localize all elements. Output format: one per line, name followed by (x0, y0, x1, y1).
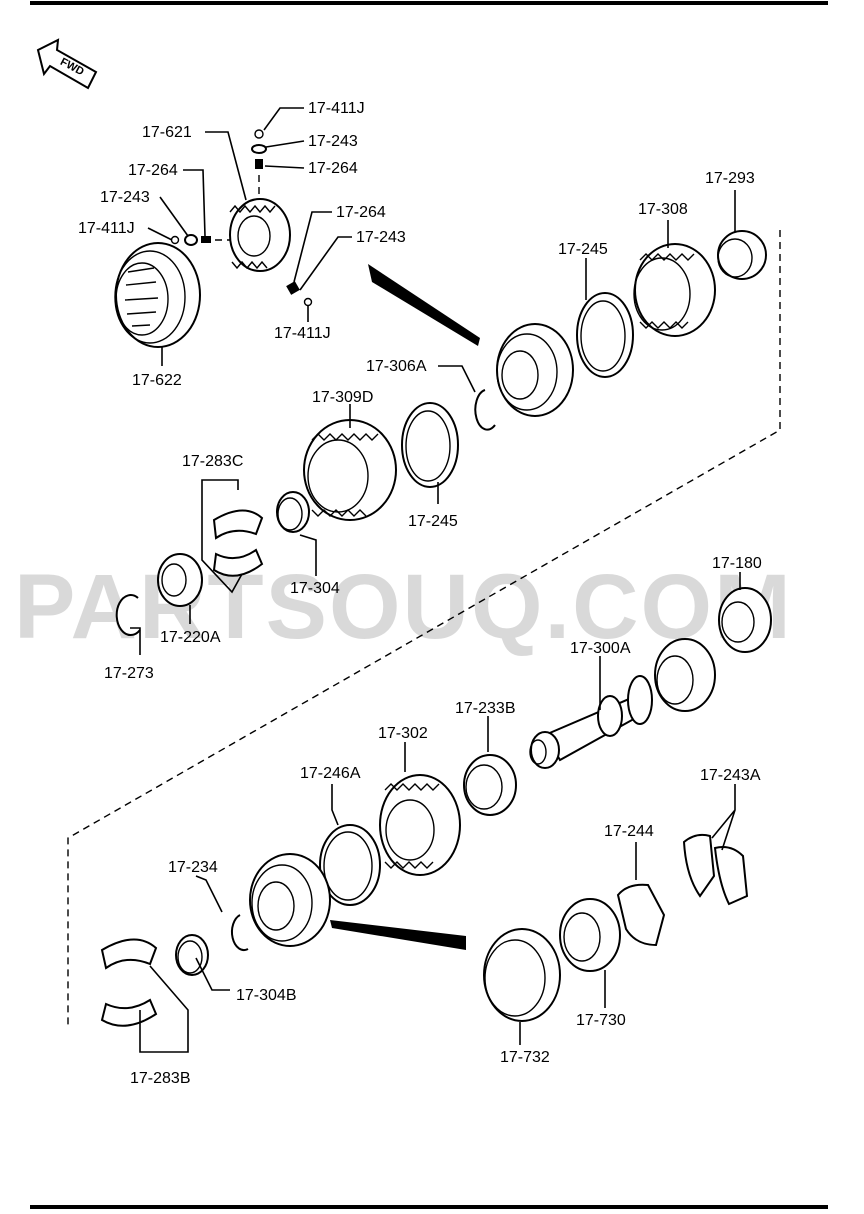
part-17-302-gear (379, 774, 461, 876)
label-17-304: 17-304 (290, 580, 340, 597)
label-17-300A: 17-300A (570, 640, 631, 657)
label-17-308: 17-308 (638, 201, 688, 218)
part-17-283B-bearing (100, 938, 158, 1027)
part-17-306A-snapring (474, 389, 496, 431)
label-17-234: 17-234 (168, 859, 218, 876)
label-17-245-mid: 17-245 (408, 513, 458, 530)
label-17-220A: 17-220A (160, 629, 221, 646)
pointer-wedge-upper (368, 264, 480, 346)
callout-labels: 17-411J 17-243 17-264 17-621 17-264 17-2… (78, 100, 762, 1087)
part-17-233B-bearing (463, 754, 517, 816)
label-17-304B: 17-304B (236, 987, 297, 1004)
part-17-300A-shaft (529, 638, 716, 769)
label-17-283C: 17-283C (182, 453, 243, 470)
pointer-wedge-lower (330, 920, 466, 950)
label-17-243A: 17-243A (700, 767, 761, 784)
part-17-273-snapring (115, 594, 141, 637)
part-synchro-hub-upper (496, 323, 574, 417)
label-17-180: 17-180 (712, 555, 762, 572)
label-17-243-top: 17-243 (308, 133, 358, 150)
label-17-264-left: 17-264 (128, 162, 178, 179)
label-17-411J-bottom: 17-411J (274, 325, 331, 342)
label-17-732: 17-732 (500, 1049, 550, 1066)
label-17-283B: 17-283B (130, 1070, 191, 1087)
part-synchro-hub-lower (249, 853, 331, 947)
label-17-243-right: 17-243 (356, 229, 406, 246)
label-17-246A: 17-246A (300, 765, 361, 782)
label-17-411J-top: 17-411J (308, 100, 365, 117)
leader-lines (130, 107, 741, 1053)
label-17-264-top: 17-264 (308, 160, 358, 177)
part-17-621-hub (229, 198, 291, 272)
label-17-730: 17-730 (576, 1012, 626, 1029)
label-17-233B: 17-233B (455, 700, 516, 717)
part-17-622-sleeve (114, 242, 201, 348)
label-17-273: 17-273 (104, 665, 154, 682)
label-17-306A: 17-306A (366, 358, 427, 375)
part-17-245-ring-top (576, 292, 634, 378)
part-17-180-gear (718, 587, 772, 653)
part-17-308-gear (633, 243, 716, 337)
fwd-arrow-icon: FWD (36, 38, 98, 90)
assembly-axis-dashed (67, 230, 781, 1025)
part-17-304B-spacer (175, 934, 209, 976)
label-17-309D: 17-309D (312, 389, 373, 406)
label-17-302: 17-302 (378, 725, 428, 742)
part-17-243A-fork (682, 833, 749, 906)
small-parts-top (170, 129, 313, 307)
part-17-220A-gear (157, 553, 203, 607)
part-17-283C-bearing (212, 509, 264, 577)
part-17-244-fork (616, 883, 666, 947)
label-17-244: 17-244 (604, 823, 654, 840)
label-17-411J-left: 17-411J (78, 220, 135, 237)
part-17-246A-ring (319, 824, 381, 906)
part-17-293-bushing (717, 230, 767, 280)
label-17-622: 17-622 (132, 372, 182, 389)
part-17-732-sleeve (483, 928, 561, 1022)
part-17-730-gear (559, 898, 621, 972)
label-17-621: 17-621 (142, 124, 192, 141)
part-17-245-ring-mid (401, 402, 459, 488)
label-17-293: 17-293 (705, 170, 755, 187)
part-17-234-snapring (231, 914, 249, 952)
label-17-243-left: 17-243 (100, 189, 150, 206)
label-17-264-right: 17-264 (336, 204, 386, 221)
part-17-309D-gear (303, 419, 397, 521)
label-17-245-top: 17-245 (558, 241, 608, 258)
part-17-304-spacer (276, 491, 310, 533)
watermark: PARTSOUQ.COM (14, 556, 793, 658)
